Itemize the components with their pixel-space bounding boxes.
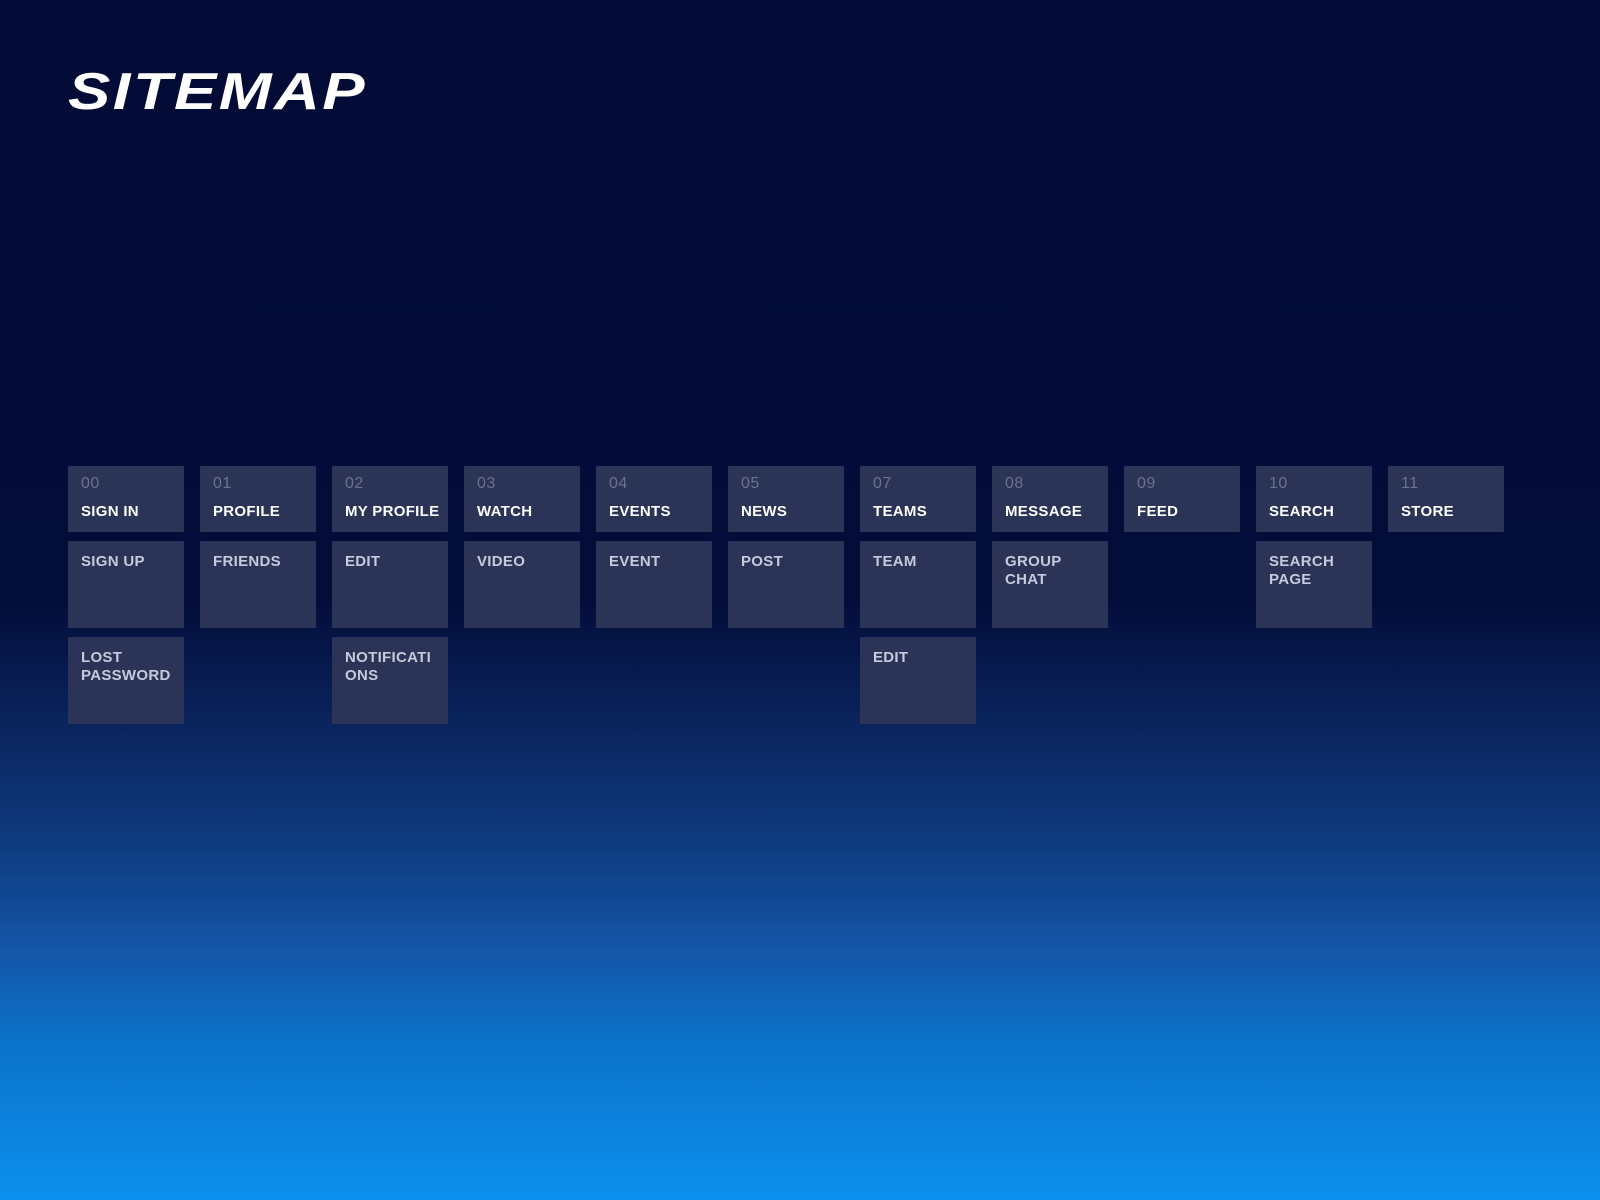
subpage-label: VIDEO (477, 553, 526, 570)
sitemap-subpage-card[interactable]: SIGN UP (68, 541, 184, 628)
subpage-label: EVENT (609, 553, 661, 570)
sitemap-page-card[interactable]: 08 MESSAGE (992, 466, 1108, 532)
page-label: SEARCH (1269, 502, 1335, 520)
page-label: MESSAGE (1005, 502, 1083, 520)
page-label: PROFILE (213, 502, 281, 520)
page-number: 03 (477, 475, 496, 492)
sitemap-column-08: 08 MESSAGE GROUP CHAT (992, 466, 1108, 628)
page-number: 11 (1401, 475, 1419, 492)
sitemap-subpage-card[interactable]: EVENT (596, 541, 712, 628)
sitemap-subpage-card[interactable]: LOST PASSWORD (68, 637, 184, 724)
sitemap-subpage-card[interactable]: TEAM (860, 541, 976, 628)
subpage-label: SEARCH PAGE (1269, 553, 1335, 588)
page-title: SITEMAP (68, 63, 368, 121)
subpage-label: GROUP CHAT (1005, 553, 1062, 588)
subpage-label: EDIT (345, 553, 381, 570)
sitemap-column-01: 01 PROFILE FRIENDS (200, 466, 316, 628)
page-label: FEED (1137, 502, 1179, 520)
sitemap-page-card[interactable]: 05 NEWS (728, 466, 844, 532)
sitemap-subpage-card[interactable]: GROUP CHAT (992, 541, 1108, 628)
sitemap-subpage-card[interactable]: EDIT (860, 637, 976, 724)
page-number: 08 (1005, 475, 1024, 492)
sitemap-column-11: 11 STORE (1388, 466, 1504, 532)
page-number: 09 (1137, 475, 1156, 492)
subpage-label: FRIENDS (213, 553, 281, 570)
subpage-label: EDIT (873, 649, 909, 666)
sitemap-page-card[interactable]: 00 SIGN IN (68, 466, 184, 532)
page-label: SIGN IN (81, 502, 139, 520)
page-number: 02 (345, 475, 364, 492)
sitemap-page-card[interactable]: 07 TEAMS (860, 466, 976, 532)
sitemap-column-10: 10 SEARCH SEARCH PAGE (1256, 466, 1372, 628)
subpage-label: LOST PASSWORD (81, 649, 171, 684)
sitemap-column-04: 04 EVENTS EVENT (596, 466, 712, 628)
subpage-label: SIGN UP (81, 553, 145, 570)
page-label: NEWS (741, 502, 788, 520)
sitemap-grid: 00 SIGN IN SIGN UP LOST PASSWORD 01 PROF… (68, 466, 1504, 724)
page-number: 10 (1269, 475, 1288, 492)
sitemap-column-02: 02 MY PROFILE EDIT NOTIFICATIONS (332, 466, 448, 724)
page-number: 05 (741, 475, 760, 492)
page-number: 00 (81, 475, 100, 492)
sitemap-page-card[interactable]: 01 PROFILE (200, 466, 316, 532)
subpage-label: TEAM (873, 553, 917, 570)
page-number: 04 (609, 475, 628, 492)
sitemap-column-05: 05 NEWS POST (728, 466, 844, 628)
sitemap-page-card[interactable]: 09 FEED (1124, 466, 1240, 532)
sitemap-subpage-card[interactable]: NOTIFICATIONS (332, 637, 448, 724)
sitemap-page-card[interactable]: 10 SEARCH (1256, 466, 1372, 532)
page-number: 01 (213, 475, 232, 492)
page-label: EVENTS (609, 502, 671, 520)
sitemap-column-00: 00 SIGN IN SIGN UP LOST PASSWORD (68, 466, 184, 724)
sitemap-subpage-card[interactable]: POST (728, 541, 844, 628)
sitemap-page-card[interactable]: 02 MY PROFILE (332, 466, 448, 532)
sitemap-page-card[interactable]: 11 STORE (1388, 466, 1504, 532)
sitemap-page-card[interactable]: 03 WATCH (464, 466, 580, 532)
sitemap-column-03: 03 WATCH VIDEO (464, 466, 580, 628)
page-label: WATCH (477, 502, 533, 520)
sitemap-subpage-card[interactable]: EDIT (332, 541, 448, 628)
page-label: STORE (1401, 502, 1454, 520)
sitemap-subpage-card[interactable]: FRIENDS (200, 541, 316, 628)
page-label: MY PROFILE (345, 502, 440, 520)
page-number: 07 (873, 475, 892, 492)
sitemap-page-card[interactable]: 04 EVENTS (596, 466, 712, 532)
page-label: TEAMS (873, 502, 927, 520)
sitemap-column-09: 09 FEED (1124, 466, 1240, 532)
sitemap-column-07: 07 TEAMS TEAM EDIT (860, 466, 976, 724)
sitemap-subpage-card[interactable]: VIDEO (464, 541, 580, 628)
sitemap-subpage-card[interactable]: SEARCH PAGE (1256, 541, 1372, 628)
subpage-label: POST (741, 553, 784, 570)
subpage-label: NOTIFICATIONS (345, 649, 432, 684)
